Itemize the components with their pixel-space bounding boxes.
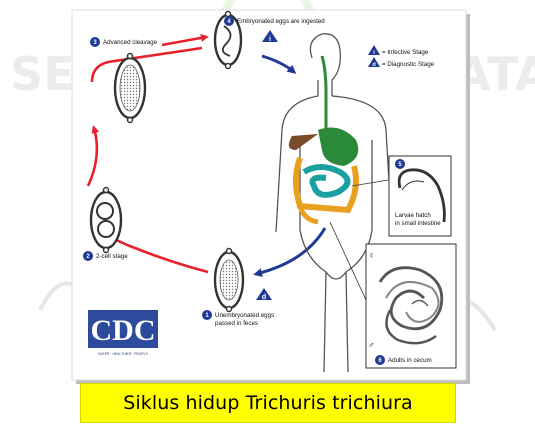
svg-text:d: d: [372, 62, 375, 68]
svg-text:i: i: [269, 36, 271, 43]
caption-banner: Siklus hidup Trichuris trichiura: [80, 383, 456, 423]
step-label-5-line2: in small intestine: [395, 220, 441, 227]
cdc-logo-subtext: SAFER · HEALTHIER · PEOPLE: [98, 352, 148, 356]
step-label-3: Advanced cleavage: [103, 39, 158, 46]
step-label-1-line2: passed in feces: [215, 320, 258, 327]
legend-diagnostic-label: = Diagnostic Stage: [382, 61, 435, 68]
egg-unembryonated: [215, 249, 243, 312]
step-label-2: 2-cell stage: [96, 253, 128, 260]
cdc-logo-text: CDC: [91, 314, 156, 347]
adults-inset: [366, 244, 456, 368]
svg-text:d: d: [262, 294, 266, 301]
caption-text: Siklus hidup Trichuris trichiura: [123, 392, 413, 414]
step-label-6: Adults in cecum: [388, 357, 432, 364]
step-label-5-line1: Larvae hatch: [395, 212, 431, 219]
step-label-1-line1: Unembryonated eggs: [215, 312, 274, 319]
legend-infective-label: = Infective Stage: [382, 49, 429, 56]
male-symbol: ♂: [368, 340, 375, 350]
female-symbol: ♀: [368, 250, 375, 260]
step-label-4: Embryonated eggs are ingested: [237, 18, 325, 25]
